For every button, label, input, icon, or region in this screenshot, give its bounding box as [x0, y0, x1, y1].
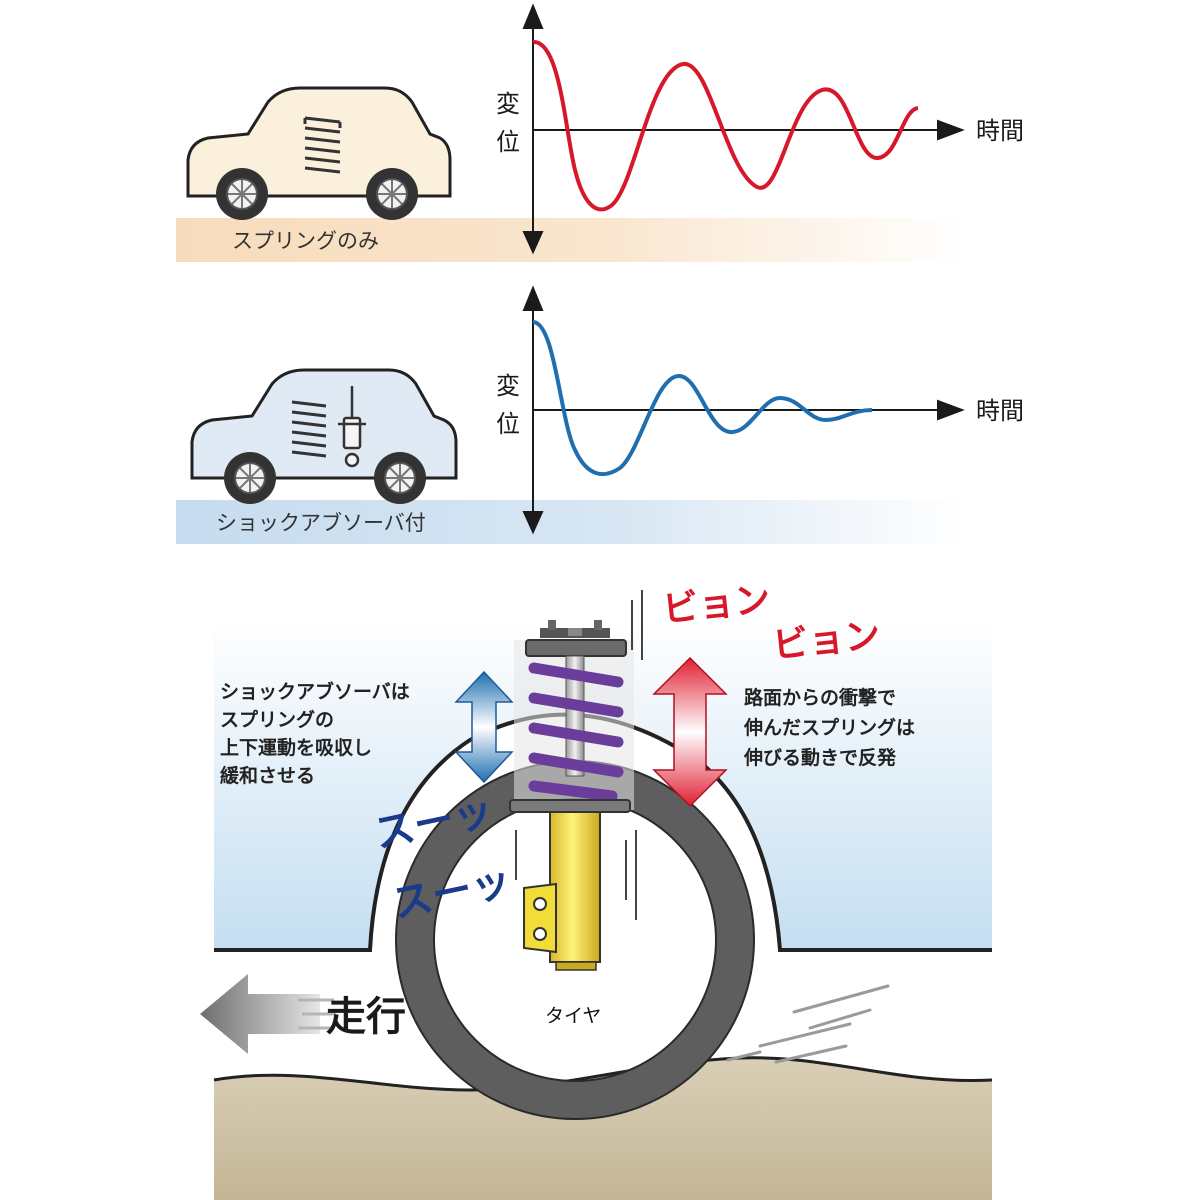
left-note-line-1: ショックアブソーバは	[220, 680, 410, 703]
y-axis-label-top-2: 位	[496, 128, 520, 156]
spring-icon	[303, 116, 342, 174]
band-spring-only	[176, 218, 966, 262]
wheel-front-icon	[224, 452, 276, 504]
speed-lines	[726, 984, 890, 1064]
car-shock-absorber	[190, 368, 458, 504]
knuckle-bracket	[523, 882, 557, 954]
wheel-rear-icon	[366, 168, 418, 220]
curve-spring-only	[532, 39, 919, 212]
left-note-line-3: 上下運動を吸収し	[220, 737, 372, 759]
y-axis-label-mid-2: 位	[496, 410, 520, 438]
rebound-arrow-icon	[652, 656, 728, 808]
shock-absorber-icon	[338, 386, 366, 468]
right-note: 路面からの衝撃で 伸んだスプリングは 伸びる動きで反発	[743, 686, 915, 769]
band-shock-absorber	[176, 500, 966, 544]
panel-spring-only: スプリングのみ 変 位 時間	[176, 3, 1024, 262]
axes-shock-absorber	[522, 285, 965, 535]
absorb-arrow-icon	[454, 670, 514, 784]
driving-label: 走行	[326, 994, 406, 1040]
smooth-text-2: スーッ	[389, 858, 516, 928]
panel-shock-absorber: ショックアブソーバ付 変 位 時間	[176, 285, 1024, 544]
coil-spring	[528, 662, 624, 802]
axes-spring-only	[522, 3, 965, 255]
right-note-line-3: 伸びる動きで反発	[743, 746, 897, 769]
x-axis-label-top: 時間	[976, 117, 1024, 145]
car-spring-only	[186, 86, 452, 220]
car-body-background	[214, 620, 992, 950]
motion-lines	[515, 590, 643, 920]
left-note-line-4: 緩和させる	[220, 764, 315, 787]
road-outline	[213, 1056, 993, 1092]
left-note: ショックアブソーバは スプリングの 上下運動を吸収し 緩和させる	[220, 680, 410, 787]
driving-direction-arrow-icon	[200, 974, 336, 1054]
x-axis-label-mid: 時間	[976, 397, 1024, 425]
road-surface	[214, 1057, 992, 1200]
wheel-rear-icon	[374, 452, 426, 504]
damper-body	[549, 811, 601, 963]
curve-shock-absorber	[532, 320, 873, 476]
right-note-line-1: 路面からの衝撃で	[744, 686, 896, 709]
left-note-line-2: スプリングの	[220, 708, 334, 731]
band-label-spring-only: スプリングのみ	[232, 229, 379, 253]
tire-label: タイヤ	[545, 1005, 601, 1027]
y-axis-label-mid-1: 変	[496, 372, 520, 400]
suspension-illustration: タイヤ	[200, 579, 993, 1200]
right-note-line-2: 伸んだスプリングは	[743, 716, 915, 739]
band-label-shock-absorber: ショックアブソーバ付	[216, 511, 426, 535]
strut-assembly	[509, 620, 634, 971]
y-axis-label-top-1: 変	[496, 90, 520, 118]
spring-icon	[291, 400, 327, 458]
wheel-front-icon	[216, 168, 268, 220]
